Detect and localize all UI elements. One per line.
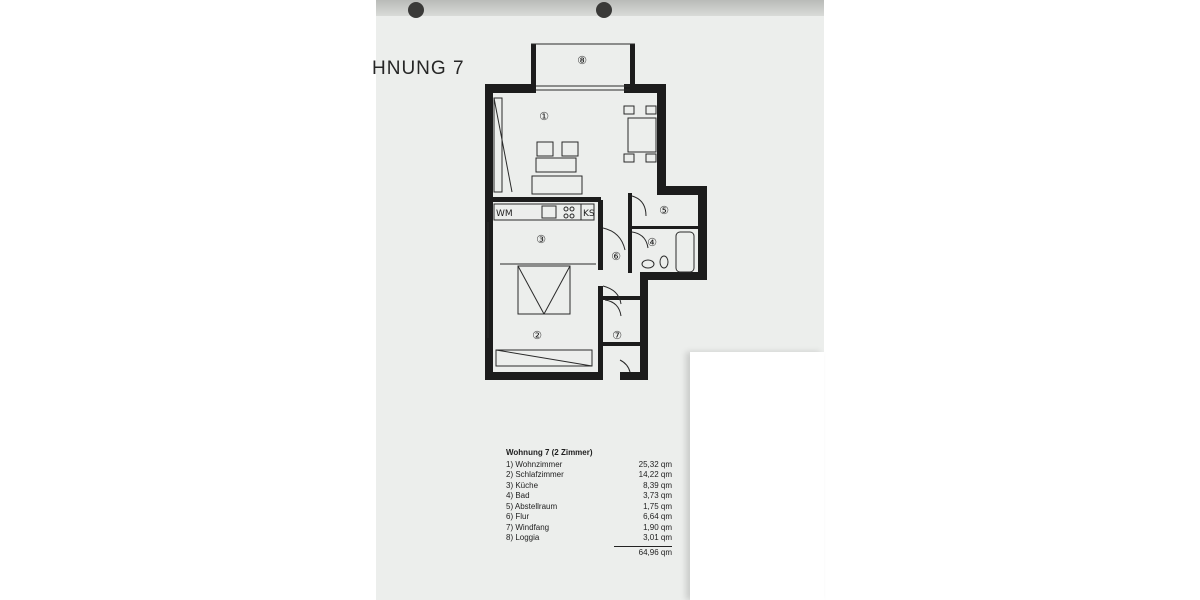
walls: [485, 44, 707, 380]
punch-hole: [596, 2, 612, 18]
room-marker-loggia: ⑧: [577, 54, 587, 67]
area-total: 64,96 qm: [614, 545, 672, 559]
room-marker-entry: ⑦: [612, 329, 622, 342]
area-table-heading: Wohnung 7 (2 Zimmer): [506, 448, 593, 457]
fridge-label: KS: [583, 209, 595, 219]
punch-hole: [408, 2, 424, 18]
plan-details: [487, 43, 695, 373]
washer-label: WM: [496, 209, 513, 219]
page-title: HNUNG 7: [372, 58, 465, 79]
room-marker-storage: ⑤: [659, 204, 669, 217]
room-marker-bath: ④: [647, 236, 657, 249]
room-marker-living: ①: [539, 110, 549, 123]
room-marker-kitchen: ③: [536, 233, 546, 246]
room-marker-bedroom: ②: [532, 329, 542, 342]
overlapping-paper: [690, 352, 824, 600]
room-marker-hall: ⑥: [611, 250, 621, 263]
